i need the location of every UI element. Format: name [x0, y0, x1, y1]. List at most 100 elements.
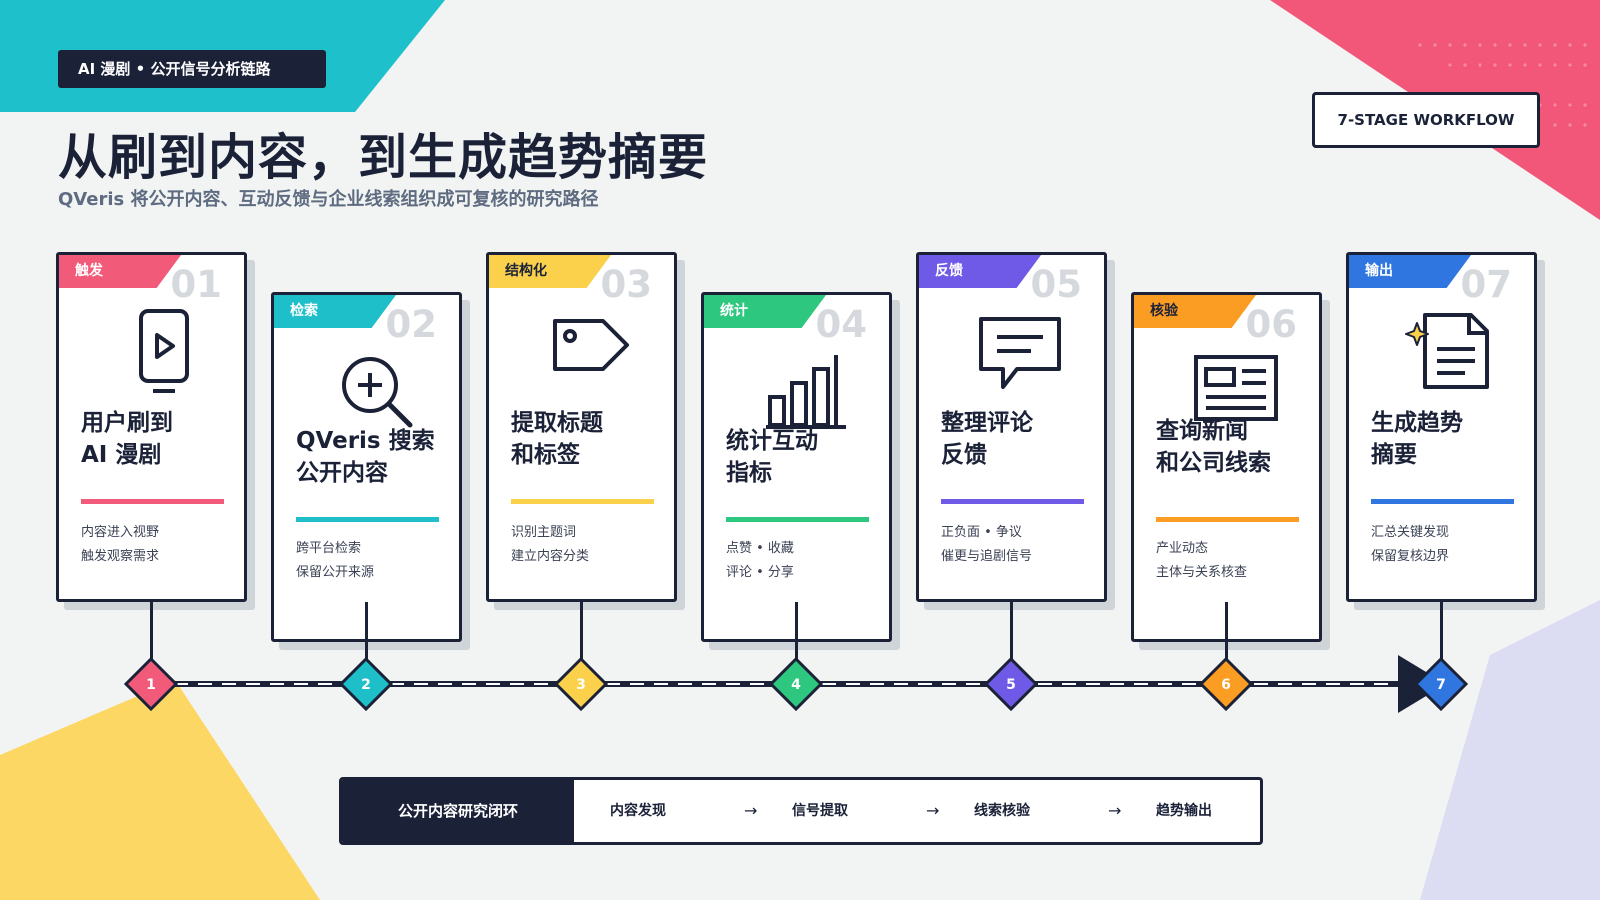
- stage-title-line: 查询新闻: [1156, 418, 1248, 444]
- stage-title: 生成趋势 摘要: [1371, 407, 1536, 471]
- stage-accent-bar: [511, 499, 654, 504]
- stage-description: 跨平台检索 保留公开来源: [296, 537, 374, 585]
- stage-desc-line: 点赞 • 收藏: [726, 541, 794, 556]
- timeline-marker-6: 6: [1198, 656, 1254, 712]
- stage-title-line: 指标: [726, 460, 772, 486]
- stage-title: 统计互动 指标: [726, 425, 891, 489]
- stage-desc-line: 主体与关系核查: [1156, 565, 1248, 580]
- stage-title-line: 生成趋势: [1371, 410, 1463, 436]
- stage-title: 提取标题 和标签: [511, 407, 676, 471]
- stage-desc-line: 触发观察需求: [81, 549, 160, 564]
- stage-card-6: 核验 06 查询新闻 和公司线索 产业动态 主体与关系核查: [1131, 292, 1322, 642]
- marker-label: 6: [1221, 677, 1231, 693]
- stage-number: 04: [815, 303, 868, 346]
- timeline-marker-7: 7: [1413, 656, 1469, 712]
- card-connector: [150, 602, 153, 684]
- loop-label: 公开内容研究闭环: [342, 780, 574, 842]
- marker-label: 7: [1436, 677, 1446, 693]
- loop-step: 信号提取: [792, 803, 848, 819]
- marker-label: 4: [791, 677, 801, 693]
- stage-card-1: 触发 01 用户刷到 AI 漫剧 内容进入视野 触发观察需求: [56, 252, 247, 602]
- document-sparkle-icon: [1405, 313, 1489, 389]
- timeline-marker-3: 3: [553, 656, 609, 712]
- phone-play-icon: [139, 309, 189, 393]
- lavender-corner-shape: [1420, 600, 1600, 900]
- stage-title-line: 统计互动: [726, 428, 818, 454]
- stage-description: 点赞 • 收藏 评论 • 分享: [726, 537, 794, 585]
- card-connector: [795, 602, 798, 684]
- stage-accent-bar: [1156, 517, 1299, 522]
- stage-number: 01: [170, 263, 223, 306]
- marker-label: 1: [146, 677, 156, 693]
- card-connector: [1440, 602, 1443, 684]
- timeline-marker-1: 1: [123, 656, 179, 712]
- stage-desc-line: 催更与追剧信号: [941, 549, 1033, 564]
- stage-title: 整理评论 反馈: [941, 407, 1106, 471]
- research-loop-bar: 公开内容研究闭环 内容发现 → 信号提取 → 线索核验 → 趋势输出: [339, 777, 1263, 845]
- marker-label: 3: [576, 677, 586, 693]
- stage-card-4: 统计 04 统计互动 指标 点赞 • 收藏 评论 • 分享: [701, 292, 892, 642]
- stage-card-3: 结构化 03 提取标题 和标签 识别主题词 建立内容分类: [486, 252, 677, 602]
- stage-accent-bar: [296, 517, 439, 522]
- stage-card-7: 输出 07 生成趋势 摘要 汇总关键发现 保留复核边界: [1346, 252, 1537, 602]
- stage-card-5: 反馈 05 整理评论 反馈 正负面 • 争议 催更与追剧信号: [916, 252, 1107, 602]
- page-subtitle: QVeris 将公开内容、互动反馈与企业线索组织成可复核的研究路径: [58, 189, 599, 210]
- stage-title-line: 反馈: [941, 442, 987, 468]
- stage-description: 汇总关键发现 保留复核边界: [1371, 521, 1449, 569]
- stage-tag: 核验: [1134, 295, 1256, 328]
- stage-title-line: 提取标题: [511, 410, 603, 436]
- timeline-marker-5: 5: [983, 656, 1039, 712]
- section-tag: AI 漫剧 • 公开信号分析链路: [58, 50, 326, 88]
- newspaper-icon: [1194, 355, 1278, 421]
- stage-desc-line: 评论 • 分享: [726, 565, 794, 580]
- stage-title-line: QVeris 搜索: [296, 428, 435, 454]
- card-connector: [580, 602, 583, 684]
- stage-number: 05: [1030, 263, 1083, 306]
- stage-title: 用户刷到 AI 漫剧: [81, 407, 246, 471]
- arrow-right-icon: →: [926, 801, 940, 820]
- stage-number: 02: [385, 303, 438, 346]
- stage-desc-line: 产业动态: [1156, 541, 1209, 556]
- loop-step: 线索核验: [974, 803, 1030, 819]
- stage-card-2: 检索 02 QVeris 搜索 公开内容 跨平台检索 保留公开来源: [271, 292, 462, 642]
- stage-number: 06: [1245, 303, 1298, 346]
- stage-desc-line: 保留复核边界: [1371, 549, 1450, 564]
- workflow-badge: 7-STAGE WORKFLOW: [1312, 92, 1540, 148]
- yellow-corner-shape: [0, 680, 320, 900]
- arrow-right-icon: →: [744, 801, 758, 820]
- stage-accent-bar: [941, 499, 1084, 504]
- page-title: 从刷到内容，到生成趋势摘要: [58, 129, 709, 186]
- stage-description: 产业动态 主体与关系核查: [1156, 537, 1247, 585]
- stage-accent-bar: [81, 499, 224, 504]
- stage-accent-bar: [1371, 499, 1514, 504]
- stage-title-line: 整理评论: [941, 410, 1033, 436]
- card-connector: [1010, 602, 1013, 684]
- stage-desc-line: 保留公开来源: [296, 565, 375, 580]
- stage-title: 查询新闻 和公司线索: [1156, 415, 1321, 479]
- card-connector: [1225, 602, 1228, 684]
- stage-title-line: 公开内容: [296, 460, 388, 486]
- stage-number: 03: [600, 263, 653, 306]
- stage-tag: 检索: [274, 295, 396, 328]
- loop-step: 内容发现: [610, 803, 666, 819]
- arrow-right-icon: →: [1108, 801, 1122, 820]
- stage-title-line: 和标签: [511, 442, 580, 468]
- marker-label: 2: [361, 677, 371, 693]
- marker-label: 5: [1006, 677, 1016, 693]
- stage-title: QVeris 搜索 公开内容: [296, 425, 461, 489]
- stage-title-line: 和公司线索: [1156, 450, 1271, 476]
- comment-icon: [979, 317, 1061, 389]
- stage-tag: 输出: [1349, 255, 1471, 288]
- timeline-marker-4: 4: [768, 656, 824, 712]
- stage-desc-line: 汇总关键发现: [1371, 525, 1450, 540]
- stage-description: 内容进入视野 触发观察需求: [81, 521, 159, 569]
- stage-desc-line: 建立内容分类: [511, 549, 590, 564]
- stage-desc-line: 跨平台检索: [296, 541, 362, 556]
- tag-icon: [553, 319, 629, 371]
- bar-chart-icon: [766, 355, 846, 429]
- card-connector: [365, 602, 368, 684]
- stage-desc-line: 正负面 • 争议: [941, 525, 1022, 540]
- stage-title-line: 用户刷到: [81, 410, 173, 436]
- stage-number: 07: [1460, 263, 1513, 306]
